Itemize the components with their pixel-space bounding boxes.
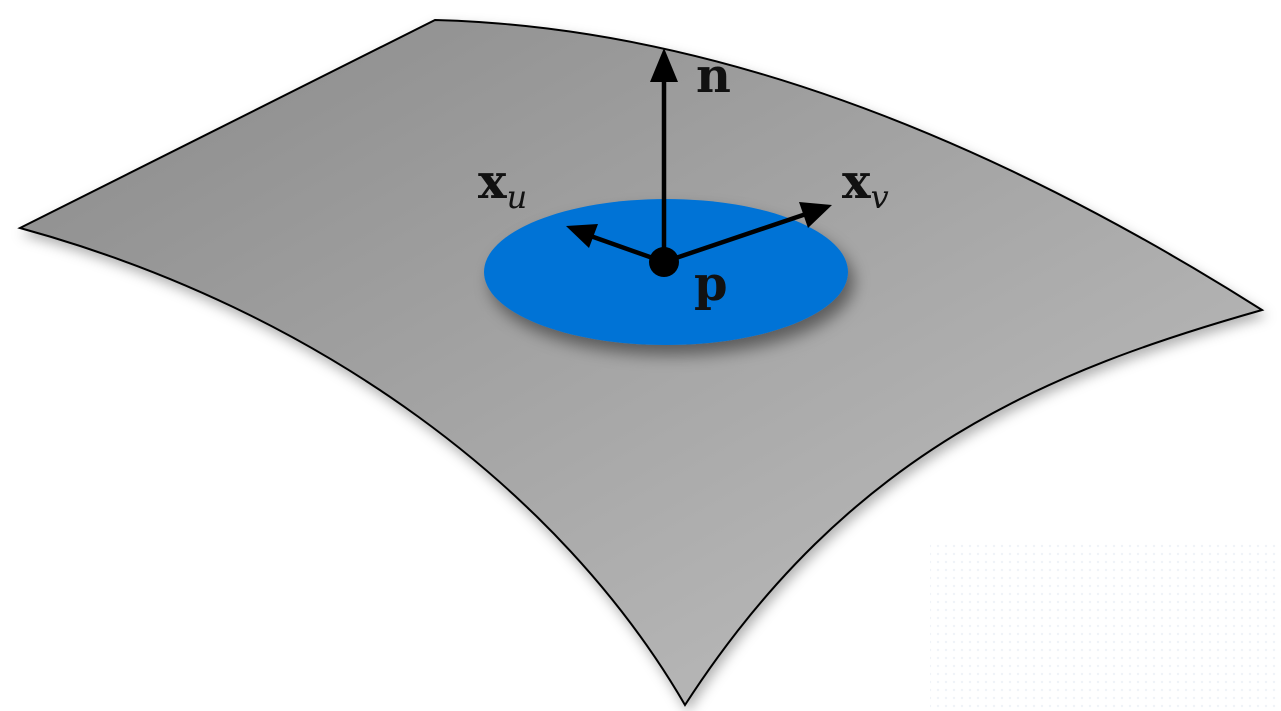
normal-vector-arrowhead — [650, 48, 678, 82]
tangent-u-arrowhead — [566, 224, 598, 248]
tangent-v-arrowhead — [799, 202, 832, 228]
label-tangent-u-base: x — [478, 154, 507, 210]
label-point: p — [694, 256, 728, 312]
label-tangent-u: xu — [478, 154, 527, 216]
label-tangent-v-sub: v — [871, 178, 889, 216]
label-tangent-u-sub: u — [507, 178, 528, 216]
background-texture — [930, 540, 1281, 711]
surface-patch — [17, 18, 1265, 707]
label-tangent-v-base: x — [842, 154, 871, 210]
label-tangent-v: xv — [842, 154, 889, 216]
label-normal: n — [696, 48, 731, 104]
tangent-v-arrow — [663, 209, 813, 265]
point-p-dot — [649, 247, 679, 277]
